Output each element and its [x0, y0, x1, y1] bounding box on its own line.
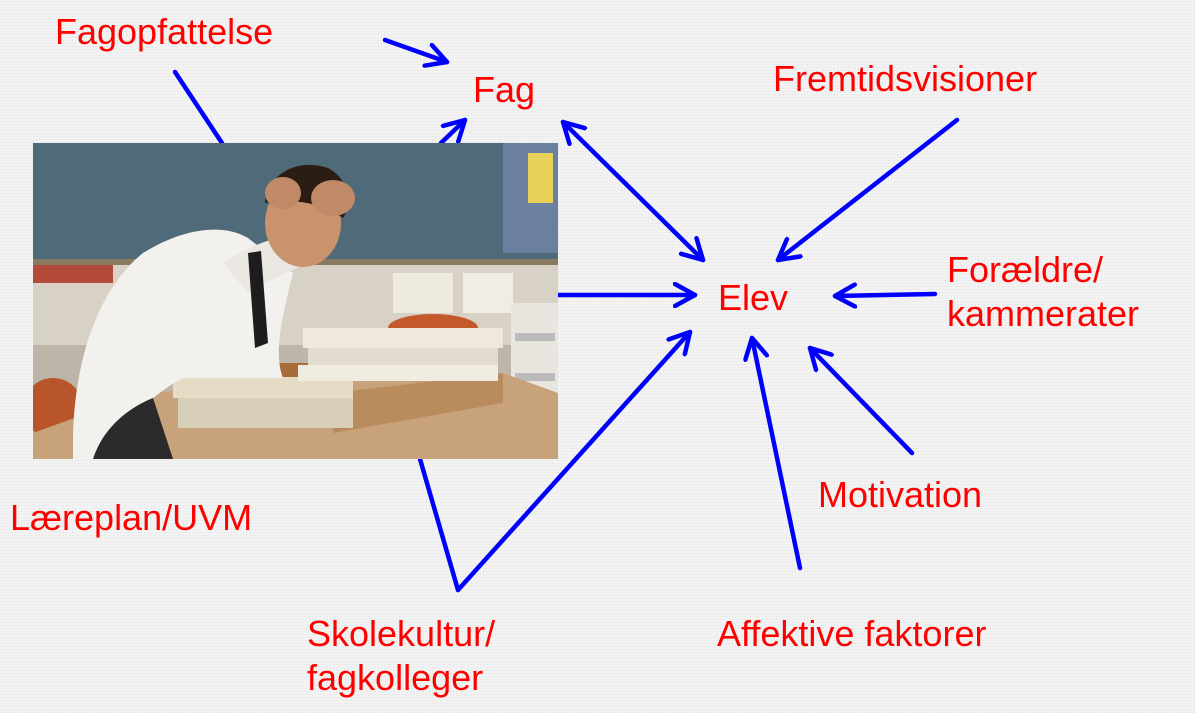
label-fagopfattelse-text: Fagopfattelse [55, 11, 274, 52]
label-fremtidsvisioner-text: Fremtidsvisioner [773, 58, 1038, 99]
arrow-skolekultur-to-elev [455, 329, 693, 593]
arrow-motivation-to-elev [807, 345, 915, 456]
label-motivation: Motivation [818, 473, 982, 517]
label-elev: Elev [718, 276, 788, 320]
arrow-fagopfattelse-to-fag [382, 37, 450, 62]
label-affektive-faktorer: Affektive faktorer [717, 612, 986, 656]
line-photo-to-skolekultur [417, 456, 461, 593]
label-skolekultur-line1: Skolekultur/ [307, 613, 496, 654]
arrow-fremtidsvisioner-to-elev [775, 117, 960, 263]
label-affektive-text: Affektive faktorer [717, 613, 987, 654]
label-fag: Fag [473, 68, 535, 112]
label-foraeldre-kammerater: Forældre/ kammerater [947, 248, 1139, 336]
label-fag-text: Fag [473, 69, 536, 110]
label-foraeldre-line2: kammerater [947, 293, 1140, 334]
label-motivation-text: Motivation [818, 474, 983, 515]
label-laereplan-text: Læreplan/UVM [10, 497, 253, 538]
label-laereplan: Læreplan/UVM [10, 496, 252, 540]
arrow-foraeldre-to-elev [832, 294, 938, 296]
teacher-photo [33, 143, 558, 459]
arrow-laereplan-to-fag [438, 117, 468, 146]
label-foraeldre-line1: Forældre/ [947, 249, 1104, 290]
label-fagopfattelse: Fagopfattelse [55, 10, 273, 54]
line-fagopfattelse-to-photo [172, 69, 225, 146]
label-fremtidsvisioner: Fremtidsvisioner [773, 57, 1037, 101]
label-elev-text: Elev [718, 277, 789, 318]
label-skolekultur-line2: fagkolleger [307, 657, 484, 698]
arrow-affektive-to-elev [752, 335, 803, 571]
label-skolekultur-fagkolleger: Skolekultur/ fagkolleger [307, 612, 495, 700]
arrow-fag-elev [560, 119, 706, 263]
